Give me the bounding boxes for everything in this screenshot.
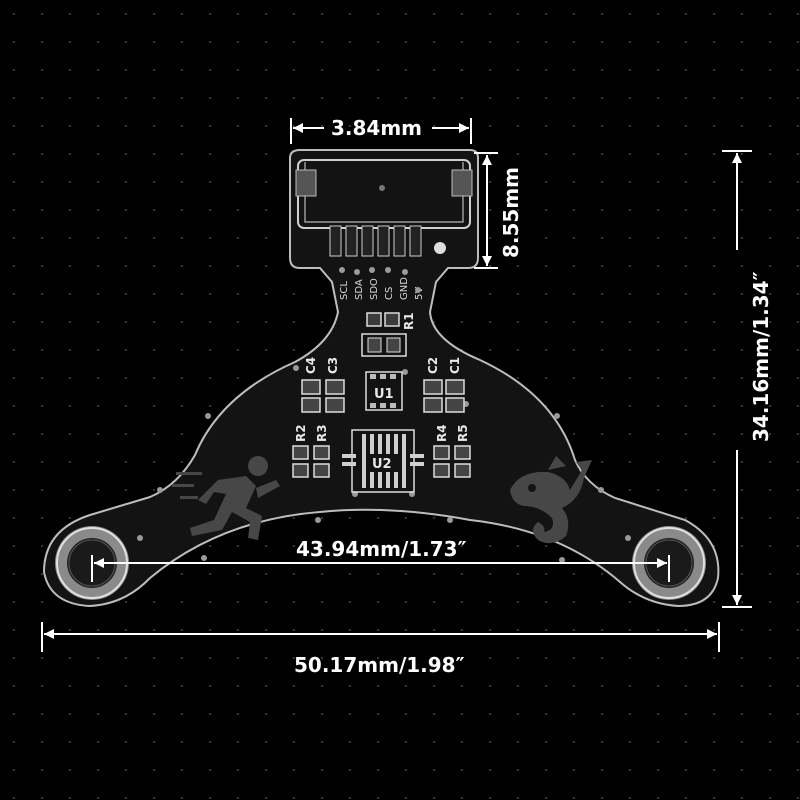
capacitor-c2-c1: C2 C1 <box>423 357 465 413</box>
chip-u1: U1 <box>365 371 403 411</box>
pin-label-sda: SDA <box>354 279 365 300</box>
dim-label-connector-width: 3.84mm <box>331 116 422 140</box>
label-c1: C1 <box>448 357 462 374</box>
label-r3: R3 <box>315 424 329 442</box>
dim-connector-width <box>290 118 472 144</box>
pin-labels: SCL SDA SDO CS GND 5V <box>339 277 425 300</box>
dim-board-width <box>41 622 720 652</box>
dim-label-connector-height: 8.55mm <box>499 167 523 258</box>
pin-label-5v: 5V <box>414 287 425 300</box>
running-man-icon <box>172 456 280 540</box>
pin-label-cs: CS <box>384 287 395 300</box>
label-r2: R2 <box>294 424 308 442</box>
capacitor-c4-c3: C4 C3 <box>301 357 345 413</box>
label-c2: C2 <box>426 357 440 374</box>
capacitor-outline <box>361 333 407 357</box>
connector-tab-left <box>295 169 317 197</box>
dim-board-height <box>722 150 752 608</box>
label-u1: U1 <box>374 387 394 402</box>
label-u2: U2 <box>372 457 392 472</box>
label-c3: C3 <box>326 357 340 374</box>
dim-label-board-width: 50.17mm/1.98″ <box>294 653 465 677</box>
connector-pin <box>409 225 422 257</box>
label-r1: R1 <box>402 312 416 330</box>
dragon-logo-icon <box>510 456 592 544</box>
connector-pin <box>393 225 406 257</box>
pin-label-scl: SCL <box>339 281 350 300</box>
pin-label-gnd: GND <box>399 277 410 300</box>
pin-label-sdo: SDO <box>369 278 380 300</box>
label-r5: R5 <box>456 424 470 442</box>
connector-pin <box>377 225 390 257</box>
label-c4: C4 <box>304 357 318 374</box>
connector-tab-right <box>451 169 473 197</box>
resistor-r4-r5: R4 R5 <box>433 424 471 478</box>
pin1-marker <box>434 242 446 254</box>
connector-pin <box>361 225 374 257</box>
resistor-r2-r3: R2 R3 <box>292 424 330 478</box>
resistor-r1: R1 <box>366 312 416 330</box>
chip-u2: U2 <box>342 429 424 493</box>
dim-connector-height <box>474 152 498 269</box>
label-r4: R4 <box>435 424 449 442</box>
dim-label-board-height: 34.16mm/1.34″ <box>749 271 773 442</box>
connector <box>295 159 473 257</box>
connector-pin <box>345 225 358 257</box>
connector-pin <box>329 225 342 257</box>
dim-label-hole-spacing: 43.94mm/1.73″ <box>296 537 467 561</box>
dim-hole-spacing <box>91 555 670 582</box>
